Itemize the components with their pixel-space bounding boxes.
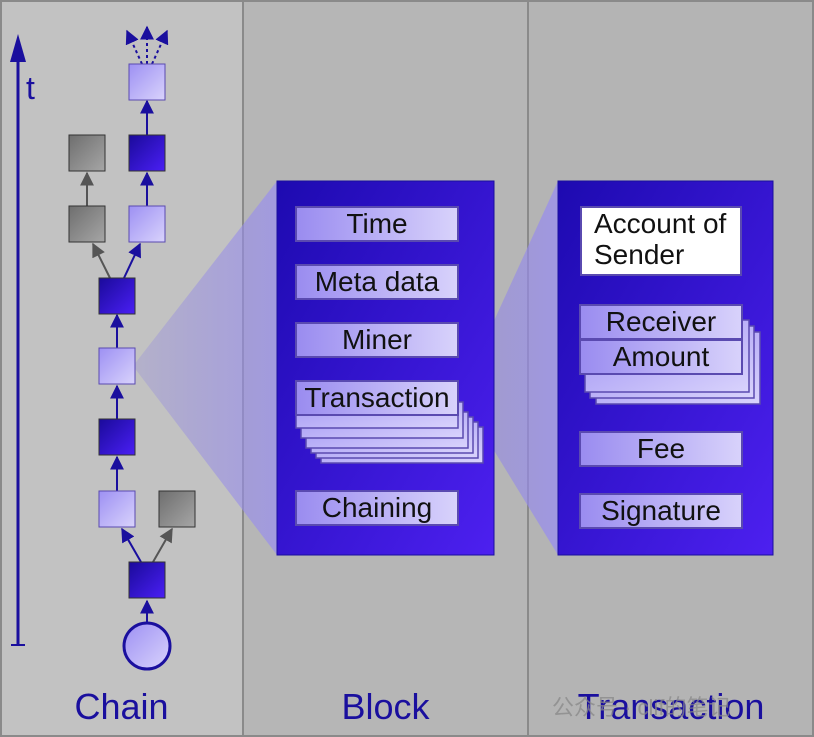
chain-block-dark <box>98 277 136 315</box>
chain-label: Chain <box>74 686 169 727</box>
orphan-block <box>68 134 106 172</box>
chain-block-light <box>128 63 166 101</box>
block-field-meta-data: Meta data <box>295 264 459 300</box>
fork-link <box>92 242 111 279</box>
tx-field-fee: Fee <box>579 431 743 467</box>
genesis-block <box>122 621 172 671</box>
transaction-label: Transaction <box>577 686 765 727</box>
fork-link <box>152 527 173 563</box>
chain-block-dark <box>98 418 136 456</box>
orphan-block <box>68 205 106 243</box>
time-axis-label: t <box>26 70 35 106</box>
tx-field-signature: Signature <box>579 493 743 529</box>
transaction-zoom-beam <box>460 181 558 555</box>
orphan-block <box>158 490 196 528</box>
block-field-time: Time <box>295 206 459 242</box>
chain-block-dark <box>128 134 166 172</box>
chain-block-highlighted <box>98 347 136 385</box>
chain-link <box>123 242 141 279</box>
chain-block-light <box>128 205 166 243</box>
block-label: Block <box>341 686 430 727</box>
chain-link <box>121 527 142 563</box>
block-zoom-beam <box>133 181 277 555</box>
time-axis-arrowhead <box>10 34 26 62</box>
tx-field-receiver: Receiver <box>579 304 743 340</box>
chain-block-dark <box>128 561 166 599</box>
block-field-transaction: Transaction <box>295 380 459 416</box>
tx-field-sender: Account of Sender <box>580 206 742 276</box>
block-field-miner: Miner <box>295 322 459 358</box>
watermark-text: 公众号 · clif的笔记 <box>552 695 731 720</box>
tx-field-amount: Amount <box>579 339 743 375</box>
future-link <box>125 29 143 65</box>
block-field-chaining: Chaining <box>295 490 459 526</box>
chain-block-light <box>98 490 136 528</box>
future-link <box>151 29 169 65</box>
